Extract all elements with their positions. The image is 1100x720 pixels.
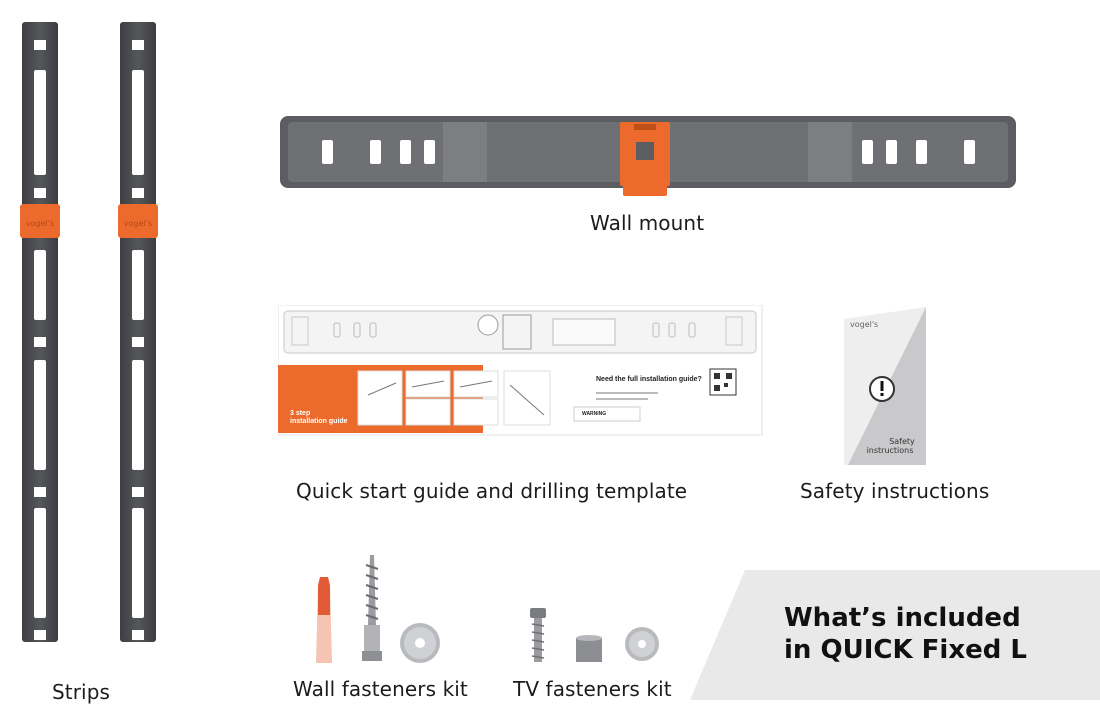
strip-left: vogel's [20, 22, 60, 642]
wall-mount-illustration [280, 116, 1016, 196]
caption-tv-fasteners: TV fasteners kit [513, 677, 672, 701]
guide-steps-line1: 3 step [290, 410, 310, 417]
screw [362, 555, 382, 661]
safety-card-line2: instructions [867, 446, 914, 455]
caption-quick-start: Quick start guide and drilling template [296, 479, 688, 503]
strip-left-orange-clip [20, 204, 60, 238]
safety-instructions-card: vogel's Safety instructions [844, 307, 926, 465]
tv-washer [625, 627, 659, 661]
wall-plug [316, 577, 332, 663]
wall-fasteners-illustration [316, 555, 440, 663]
banner-title-line2: in QUICK Fixed L [784, 635, 1027, 665]
caption-safety: Safety instructions [800, 479, 990, 503]
safety-brand: vogel's [850, 320, 878, 329]
safety-card-line1: Safety [889, 437, 915, 446]
caption-strips: Strips [52, 680, 111, 704]
guide-warning: WARNING [582, 411, 606, 417]
tv-fasteners-illustration [530, 608, 659, 662]
washer [400, 623, 440, 663]
tv-bolt [530, 608, 546, 662]
strips-illustration: vogel's vogel's [20, 22, 158, 642]
spacer [576, 635, 602, 662]
strip-right-orange-clip [118, 204, 158, 238]
banner-title: What’s included in QUICK Fixed L [784, 602, 1027, 666]
svg-text:vogel's: vogel's [26, 219, 54, 228]
strip-right: vogel's [118, 22, 158, 642]
included-banner [690, 570, 1100, 700]
guide-need-full: Need the full installation guide? [596, 376, 702, 383]
caption-wall-fasteners: Wall fasteners kit [293, 677, 468, 701]
svg-text:vogel's: vogel's [124, 219, 152, 228]
guide-steps-line2: installation guide [290, 418, 348, 425]
caption-wall-mount: Wall mount [590, 211, 705, 235]
banner-title-line1: What’s included [784, 603, 1021, 633]
quick-start-guide-sheet: 3 step installation guide Need the full … [278, 305, 763, 436]
